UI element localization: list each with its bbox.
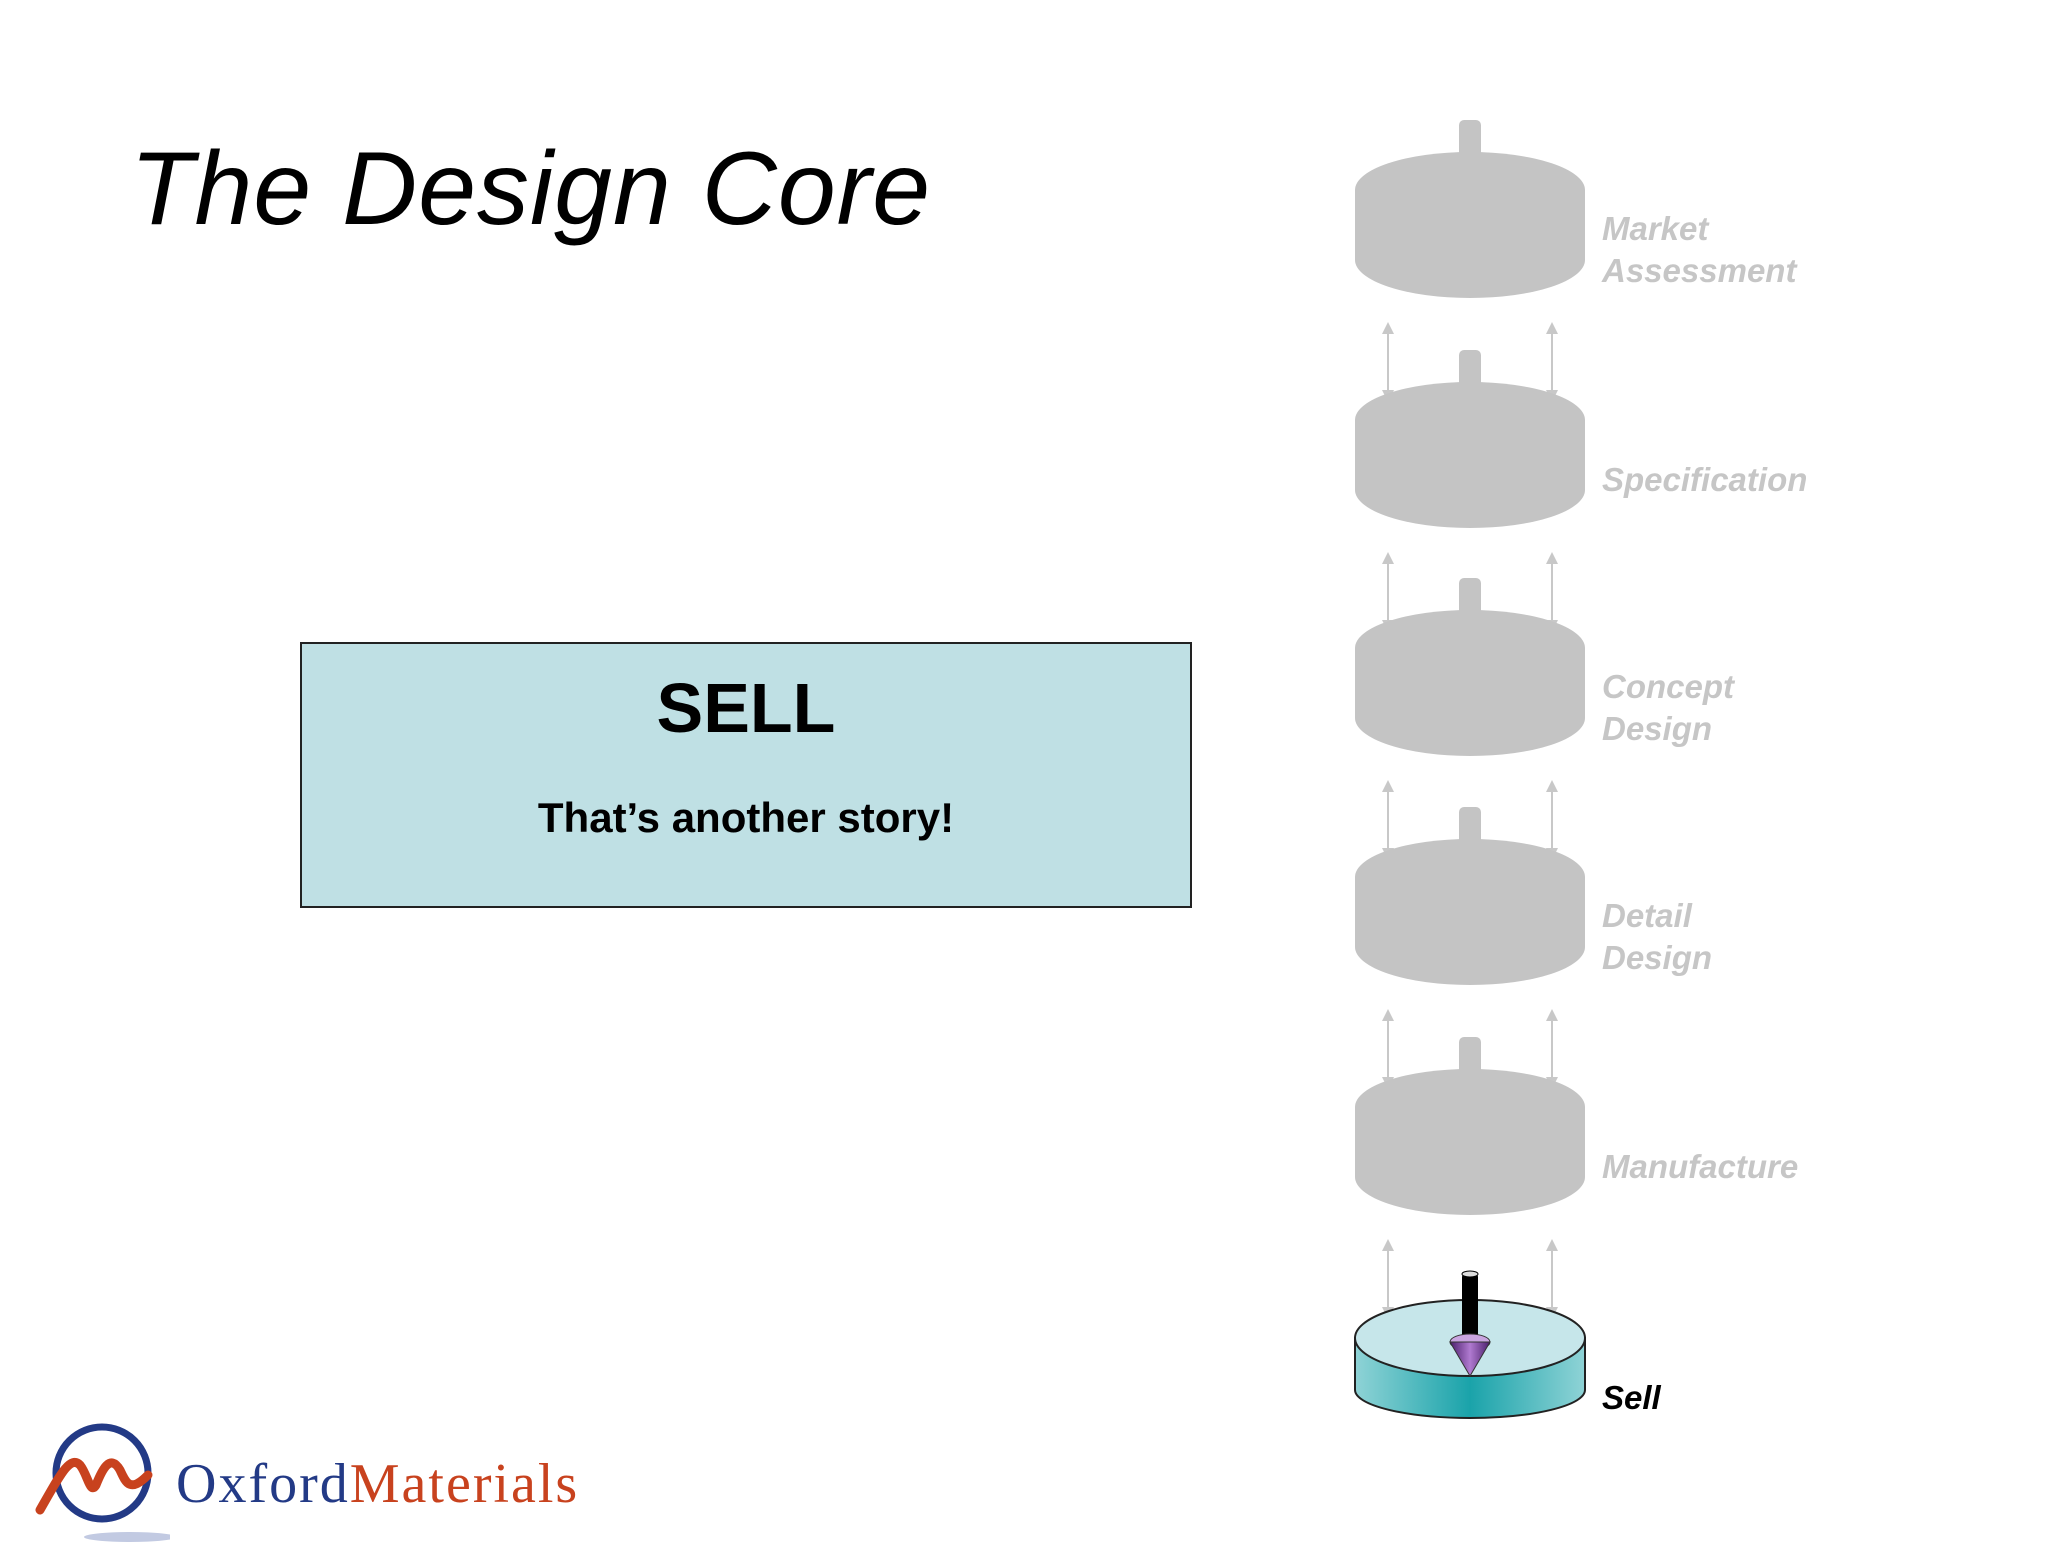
stage-label: Market Assessment xyxy=(1602,210,1797,289)
slide-title: The Design Core xyxy=(130,131,932,247)
stage-label: Detail Design xyxy=(1602,897,1713,976)
oxford-materials-logo-icon xyxy=(35,1423,170,1542)
callout-heading: SELL xyxy=(656,669,836,747)
stage-label: Manufacture xyxy=(1602,1148,1799,1185)
stage-label: Concept Design xyxy=(1602,668,1734,747)
logo-word-materials: Materials xyxy=(349,1453,580,1515)
logo-word-oxford: Oxford xyxy=(176,1453,350,1515)
stage-label: Sell xyxy=(1602,1379,1661,1416)
callout-text: That’s another story! xyxy=(537,794,955,841)
sell-callout-box: SELL That’s another story! xyxy=(300,642,1192,908)
pointer-shaft xyxy=(1462,1274,1478,1344)
stage-label: Specification xyxy=(1602,461,1808,498)
pointer-tip-icon xyxy=(1449,1341,1491,1377)
logo-wordmark: OxfordMaterials xyxy=(176,1452,579,1516)
design-core-stack xyxy=(1354,120,1586,1419)
